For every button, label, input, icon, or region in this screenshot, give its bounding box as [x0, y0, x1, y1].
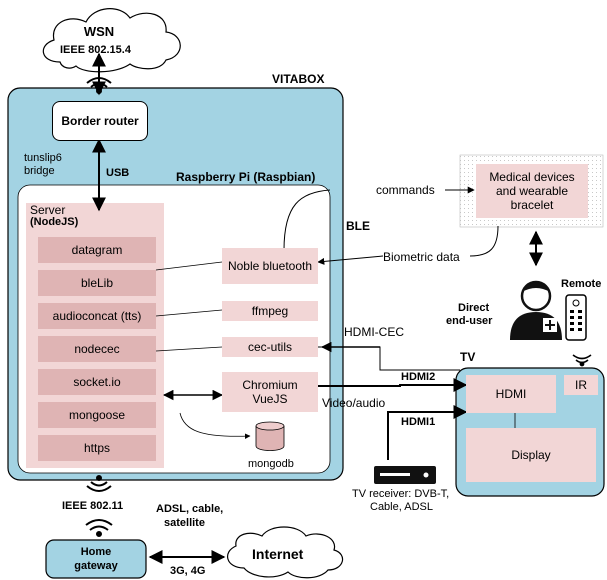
tv-title: TV [460, 350, 476, 364]
module-audioconcat: audioconcat (tts) [38, 303, 156, 329]
cec-utils: cec-utils [222, 337, 318, 357]
receiver-line2: Cable, ADSL [370, 501, 433, 513]
remote-label: Remote [561, 278, 602, 290]
home-gateway-box [45, 539, 147, 579]
receiver-line1: TV receiver: DVB-T, [352, 488, 450, 500]
mongodb-label: mongodb [248, 458, 294, 470]
border-router: Border router [52, 101, 148, 141]
tv-hdmi: HDMI [466, 375, 556, 413]
wsn-subtitle: IEEE 802.15.4 [60, 44, 131, 56]
ffmpeg: ffmpeg [222, 301, 318, 321]
ieee80211-label: IEEE 802.11 [62, 500, 124, 512]
mongodb-cylinder-icon [255, 421, 285, 451]
wifi-icon-top [86, 77, 112, 94]
adsl-label-2: satellite [164, 517, 205, 529]
vuejs-label: VueJS [252, 392, 288, 406]
end-user-label: end-user [446, 315, 493, 327]
medical-devices: Medical devices and wearable bracelet [476, 164, 588, 218]
hdmi1-label: HDMI1 [401, 416, 436, 428]
tunslip-label: tunslip6 [24, 152, 62, 164]
home-gateway: Home gateway [74, 546, 118, 572]
module-https: https [38, 435, 156, 461]
adsl-label-1: ADSL, cable, [156, 503, 224, 515]
wsn-cloud [42, 8, 181, 73]
wifi-icon-gateway [85, 519, 113, 537]
chromium-label: Chromium [242, 378, 298, 392]
direct-label: Direct [458, 302, 490, 314]
raspberry-title: Raspberry Pi (Raspbian) [176, 170, 316, 184]
chromium-vuejs: Chromium VueJS [222, 372, 318, 412]
internet-label: Internet [252, 546, 304, 562]
ir-wifi-icon [572, 354, 592, 367]
biometric-label: Biometric data [383, 250, 460, 264]
module-datagram: datagram [38, 237, 156, 263]
wifi-icon-bottom [86, 475, 112, 492]
tv-display: Display [466, 428, 596, 482]
wsn-title: WSN [83, 24, 115, 39]
noble-bluetooth: Noble bluetooth [222, 248, 318, 284]
ble-label: BLE [346, 219, 370, 233]
video-audio-label: Video/audio [322, 396, 386, 410]
tv-ir: IR [564, 375, 598, 395]
vitabox-title: VITABOX [272, 72, 325, 86]
user-icon [510, 280, 562, 340]
hdmi2-label: HDMI2 [401, 371, 436, 383]
module-mongoose: mongoose [38, 402, 156, 428]
internet-cloud [227, 526, 344, 579]
module-nodecec: nodecec [38, 336, 156, 362]
server-subtitle: (NodeJS) [30, 216, 79, 228]
remote-control-icon [565, 294, 587, 341]
module-socketio: socket.io [38, 369, 156, 395]
bridge-label: bridge [24, 165, 55, 177]
commands-label: commands [376, 183, 435, 197]
mobile-label: 3G, 4G [170, 565, 206, 577]
usb-label: USB [106, 167, 130, 179]
hdmi-cec-label: HDMI-CEC [344, 325, 404, 339]
module-blelib: bleLib [38, 270, 156, 296]
server-title: Server [30, 203, 66, 217]
tv-receiver-icon [374, 466, 436, 484]
